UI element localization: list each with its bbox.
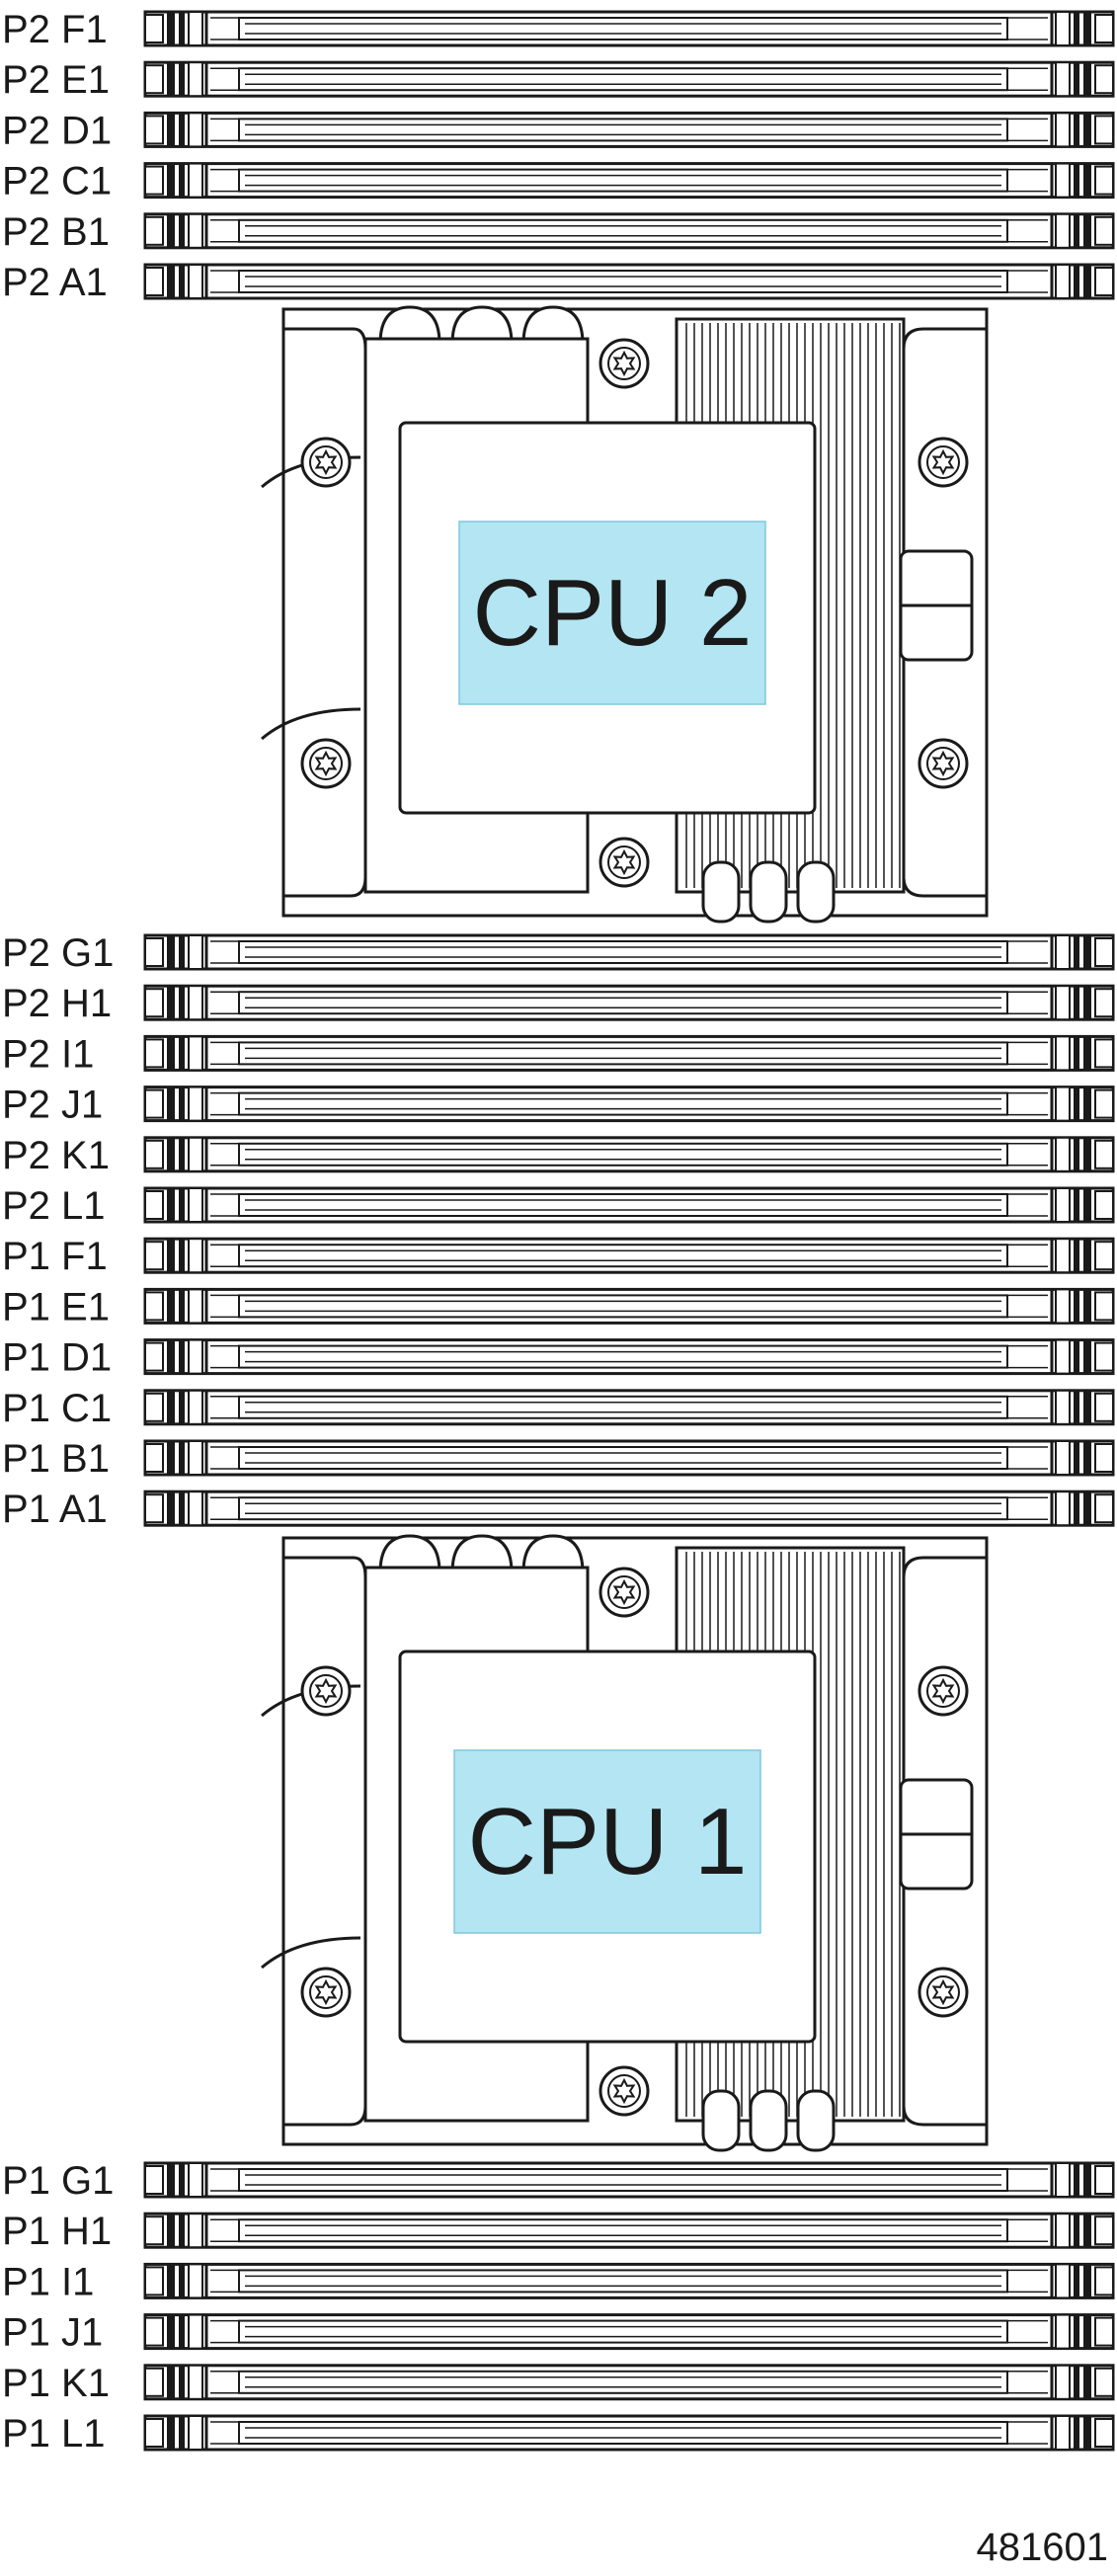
screw-icon bbox=[300, 437, 352, 488]
dimm-slot: P2 K1 bbox=[2, 1134, 1115, 1177]
dimm-slot: P2 F1 bbox=[2, 8, 1115, 51]
dimm-slot-label: P1 C1 bbox=[2, 1387, 112, 1430]
cpu-2-label: CPU 2 bbox=[473, 560, 753, 666]
dimm-slot: P2 C1 bbox=[2, 160, 1115, 203]
dimm-slot: P1 D1 bbox=[2, 1336, 1115, 1380]
cpu-1-socket: CPU 1 bbox=[261, 1534, 989, 2152]
dimm-slot-label: P2 A1 bbox=[2, 261, 108, 304]
dimm-slot-label: P2 H1 bbox=[2, 982, 112, 1025]
dimm-slot: P2 H1 bbox=[2, 982, 1115, 1025]
cpu-2-socket: CPU 2 bbox=[261, 305, 989, 924]
dimm-slot-label: P2 F1 bbox=[2, 8, 108, 51]
dimm-slot-label: P2 K1 bbox=[2, 1134, 110, 1177]
screw-icon bbox=[918, 1665, 969, 1717]
screw-icon bbox=[918, 437, 969, 488]
dimm-slot-label: P2 J1 bbox=[2, 1084, 103, 1127]
dimm-slot-label: P2 G1 bbox=[2, 931, 114, 975]
screw-icon bbox=[918, 1967, 969, 2018]
dimm-slot-label: P1 E1 bbox=[2, 1285, 110, 1328]
dimm-slot: P1 F1 bbox=[2, 1235, 1115, 1278]
dimm-slot-label: P1 L1 bbox=[2, 2412, 106, 2455]
dimm-slot-label: P1 F1 bbox=[2, 1235, 108, 1278]
dimm-slot-label: P1 D1 bbox=[2, 1336, 112, 1380]
dimm-slot-label: P2 B1 bbox=[2, 210, 110, 254]
cpu-1-label: CPU 1 bbox=[468, 1789, 748, 1894]
dimm-slot: P2 G1 bbox=[2, 931, 1115, 975]
dimm-slot-label: P2 E1 bbox=[2, 58, 110, 102]
dimm-slot-group-lower: P1 G1 P1 H1 P1 I1 P1 J1 P1 K1 P1 L1 bbox=[2, 2159, 1115, 2455]
dimm-slot-label: P1 K1 bbox=[2, 2362, 110, 2405]
cpu-highlight bbox=[458, 521, 766, 705]
dimm-slot-label: P1 B1 bbox=[2, 1437, 110, 1481]
dimm-slot: P1 E1 bbox=[2, 1285, 1115, 1328]
dimm-slot: P1 G1 bbox=[2, 2159, 1115, 2203]
dimm-slot: P1 L1 bbox=[2, 2412, 1115, 2455]
dimm-slot-label: P2 D1 bbox=[2, 109, 112, 152]
dimm-slot: P2 A1 bbox=[2, 261, 1115, 304]
dimm-slot: P2 B1 bbox=[2, 210, 1115, 254]
screw-icon bbox=[598, 338, 650, 389]
dimm-slot-label: P1 J1 bbox=[2, 2311, 103, 2355]
screw-icon bbox=[598, 2065, 650, 2117]
dimm-slot-group-middle: P2 G1 P2 H1 P2 I1 P2 J1 P2 K1 P2 L1 P1 F1 P1 E1… bbox=[2, 931, 1115, 1531]
cpu-highlight bbox=[453, 1749, 761, 1934]
dimm-slot: P1 H1 bbox=[2, 2210, 1115, 2253]
dimm-slot: P1 J1 bbox=[2, 2311, 1115, 2355]
screw-icon bbox=[598, 1567, 650, 1618]
dimm-slot-label: P2 L1 bbox=[2, 1184, 106, 1228]
dimm-slot-label: P1 H1 bbox=[2, 2210, 112, 2253]
dimm-slot: P1 C1 bbox=[2, 1387, 1115, 1430]
figure-number: 481601 bbox=[977, 2526, 1108, 2569]
screw-icon bbox=[300, 1665, 352, 1717]
dimm-slot: P1 K1 bbox=[2, 2362, 1115, 2405]
dimm-slot: P1 I1 bbox=[2, 2260, 1115, 2303]
dimm-slot: P1 A1 bbox=[2, 1488, 1115, 1531]
dimm-slot-label: P1 G1 bbox=[2, 2159, 114, 2203]
screw-icon bbox=[300, 1967, 352, 2018]
dimm-slot: P2 J1 bbox=[2, 1084, 1115, 1127]
dimm-slot: P2 E1 bbox=[2, 58, 1115, 102]
dimm-slot-label: P1 I1 bbox=[2, 2260, 94, 2303]
dimm-slot: P2 L1 bbox=[2, 1184, 1115, 1228]
screw-icon bbox=[300, 738, 352, 789]
dimm-slot-label: P2 C1 bbox=[2, 160, 112, 203]
dimm-slot: P2 I1 bbox=[2, 1032, 1115, 1076]
dimm-slot: P2 D1 bbox=[2, 109, 1115, 152]
screw-icon bbox=[918, 738, 969, 789]
screw-icon bbox=[598, 837, 650, 888]
dimm-slot-label: P2 I1 bbox=[2, 1032, 94, 1076]
dimm-slot: P1 B1 bbox=[2, 1437, 1115, 1481]
dimm-slot-label: P1 A1 bbox=[2, 1488, 108, 1531]
dimm-slot-group-upper: P2 F1 P2 E1 P2 D1 P2 C1 P2 B1 P2 A1 bbox=[2, 8, 1115, 304]
